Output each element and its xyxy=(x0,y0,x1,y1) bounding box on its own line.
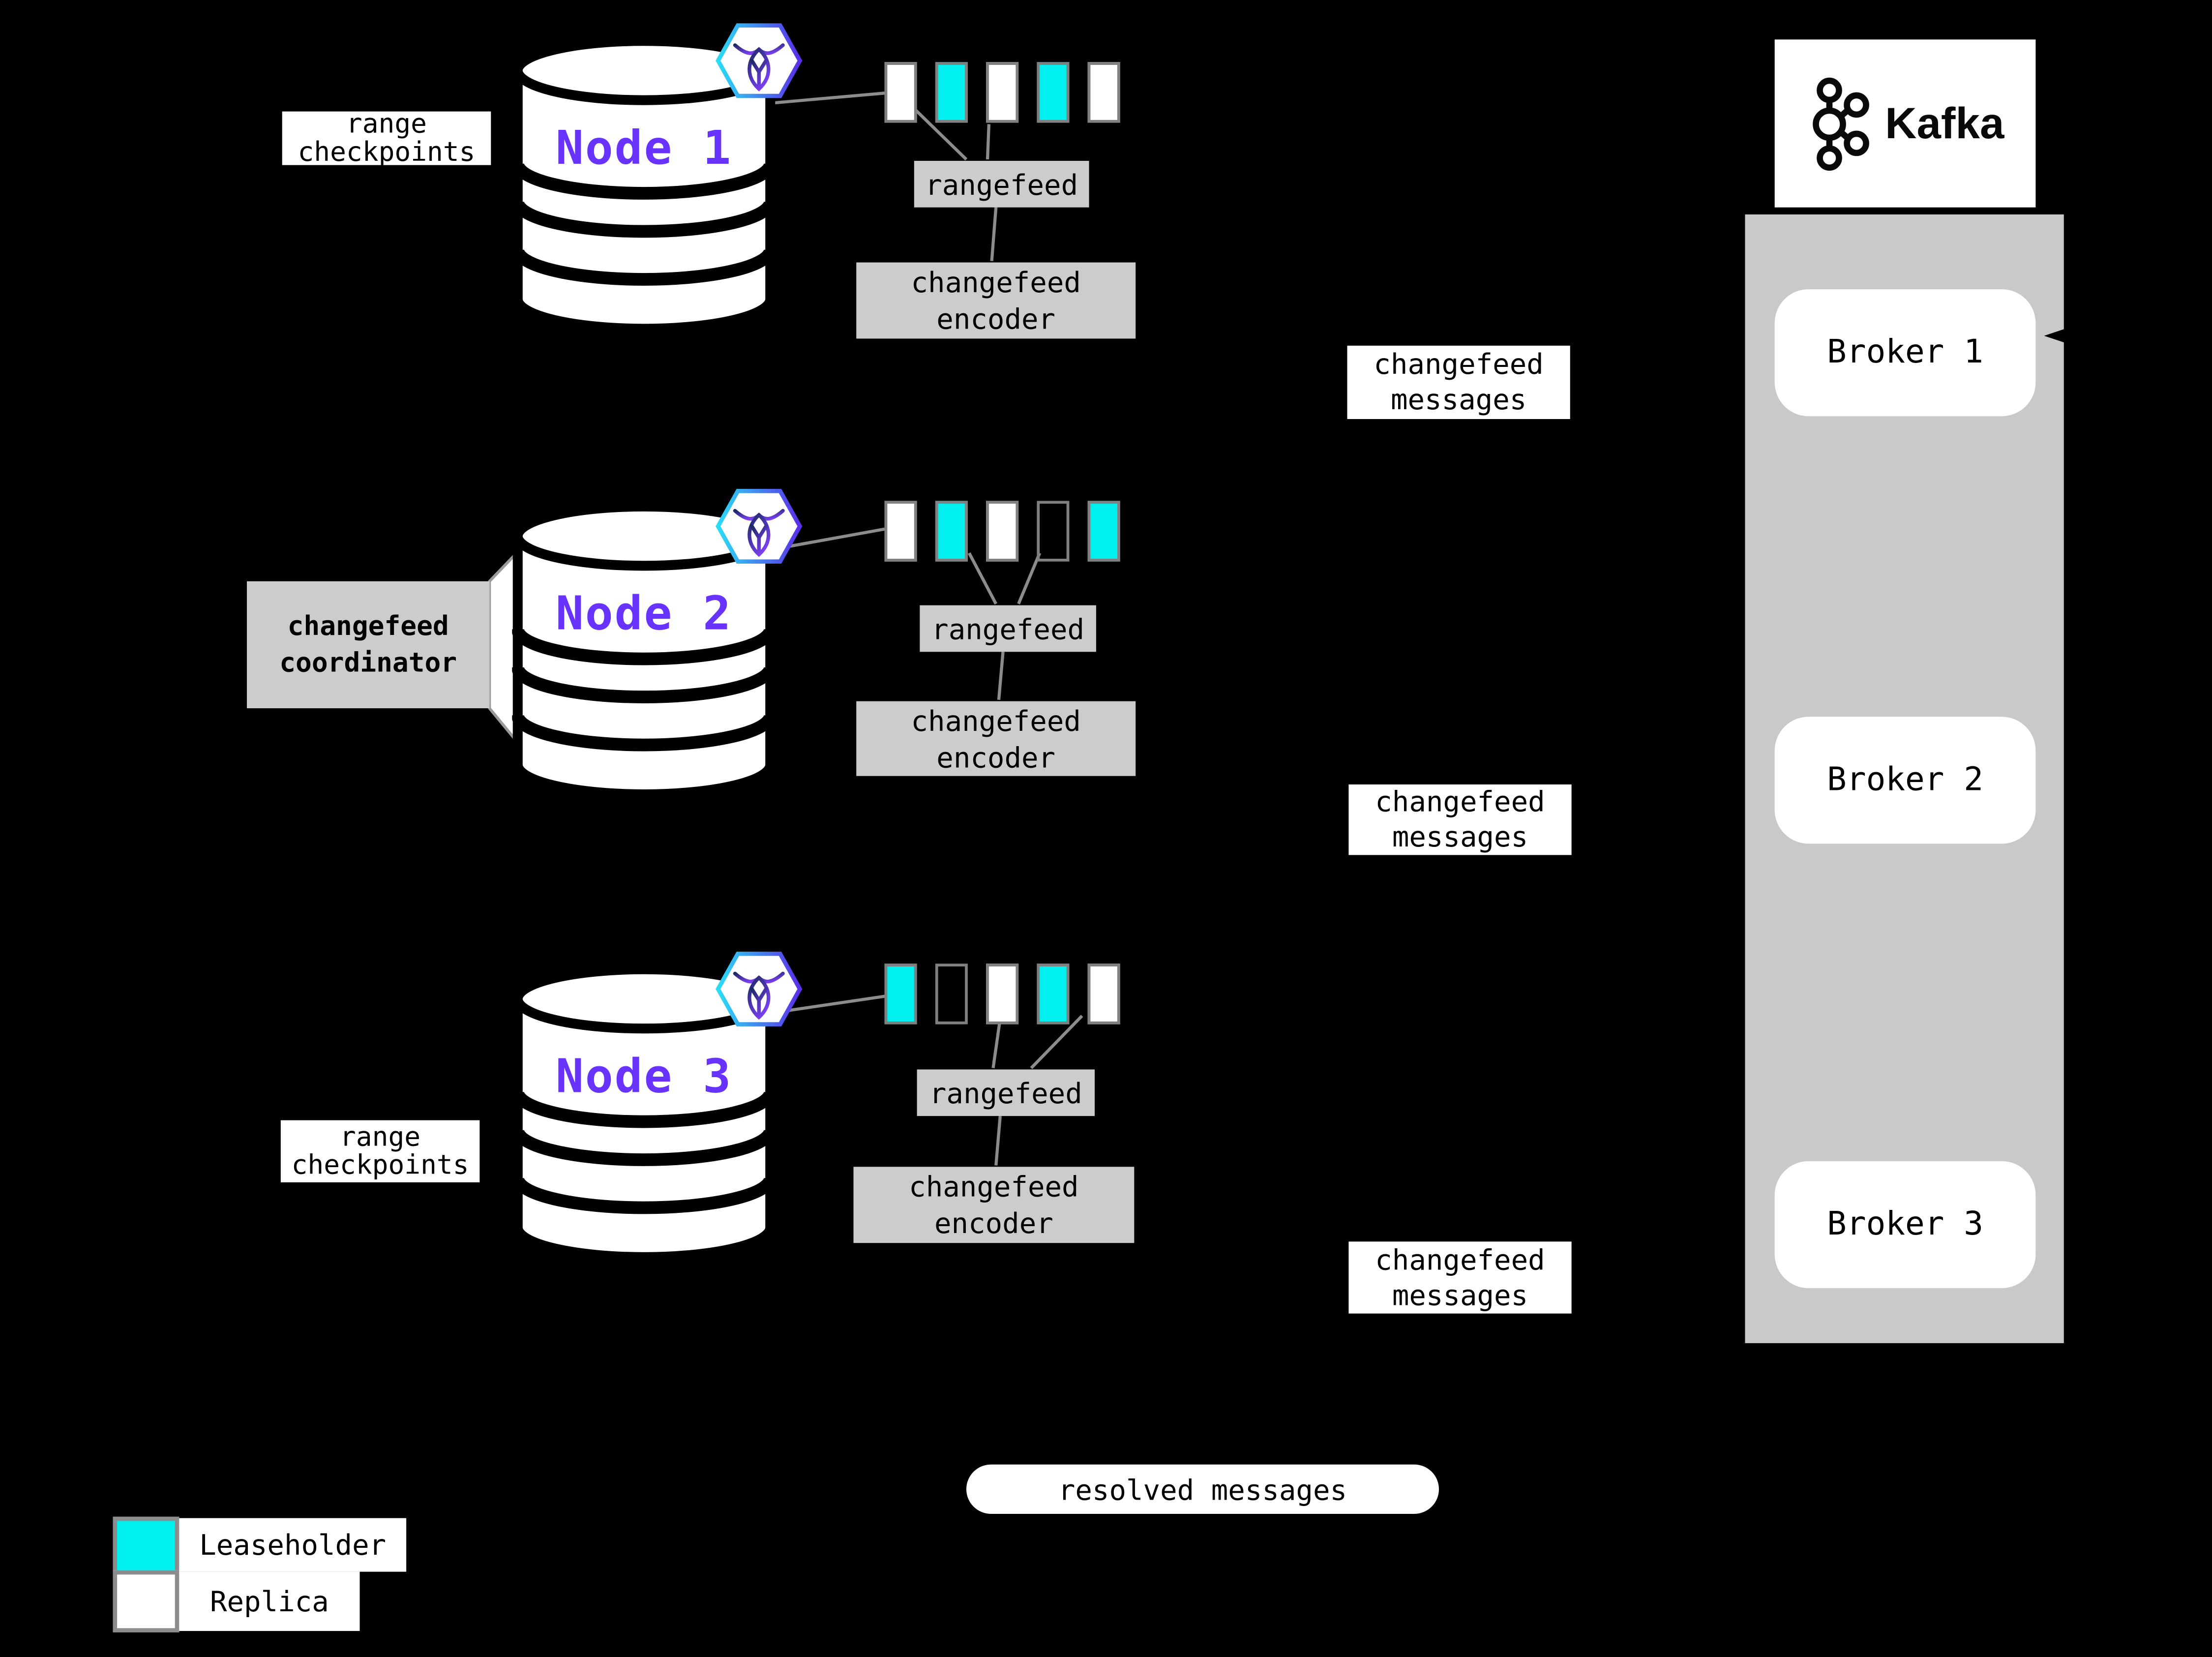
arrowhead-into-broker-1 xyxy=(2044,326,2074,346)
changefeed-encoder-label: changefeed encoder xyxy=(853,1167,1135,1243)
kafka-wordmark: Kafka xyxy=(1885,98,2004,148)
encoder-line1: changefeed xyxy=(911,265,1081,300)
node-3-cylinder xyxy=(512,964,776,1260)
cockroachdb-icon xyxy=(716,23,803,98)
legend-leaseholder-label: Leaseholder xyxy=(179,1518,407,1572)
kafka-logo-box: Kafka xyxy=(1774,39,2036,208)
node-2-cylinder xyxy=(512,501,776,797)
range-box xyxy=(935,964,968,1024)
cockroachdb-icon xyxy=(716,488,803,564)
range-box xyxy=(884,501,917,562)
legend-replica-label: Replica xyxy=(179,1571,360,1631)
range-box xyxy=(1087,964,1120,1024)
range-box xyxy=(884,964,917,1024)
range-box xyxy=(986,501,1019,562)
range-box xyxy=(986,62,1019,123)
broker-1: Broker 1 xyxy=(1774,289,2036,417)
node-2-label: Node 2 xyxy=(555,585,733,641)
resolved-messages-pill: resolved messages xyxy=(966,1464,1439,1514)
node-1-label: Node 1 xyxy=(555,120,733,175)
range-box xyxy=(1037,501,1070,562)
broker-2: Broker 2 xyxy=(1774,717,2036,844)
cockroachdb-icon xyxy=(716,951,803,1026)
range-checkpoints-label: range checkpoints xyxy=(280,1120,480,1182)
changefeed-messages-label: changefeed messages xyxy=(1348,1241,1572,1314)
encoder-line2: encoder xyxy=(936,301,1056,336)
range-box xyxy=(1087,501,1120,562)
range-box xyxy=(935,501,968,562)
changefeed-messages-label: changefeed messages xyxy=(1347,345,1570,419)
changefeed-encoder-label: changefeed encoder xyxy=(856,262,1136,339)
kafka-icon xyxy=(1813,77,1870,170)
legend-replica-swatch xyxy=(113,1570,179,1632)
rangefeed-label: rangefeed xyxy=(920,605,1096,652)
range-box xyxy=(1037,964,1070,1024)
range-checkpoints-label: range checkpoints xyxy=(282,111,491,165)
node-3-label: Node 3 xyxy=(555,1048,733,1104)
range-box xyxy=(1037,62,1070,123)
rangefeed-label: rangefeed xyxy=(917,1069,1095,1116)
range-box xyxy=(884,62,917,123)
rangefeed-label: rangefeed xyxy=(914,161,1089,208)
changefeed-messages-label: changefeed messages xyxy=(1348,784,1572,855)
changefeed-encoder-label: changefeed encoder xyxy=(856,701,1136,776)
range-box xyxy=(1087,62,1120,123)
node-1-cylinder xyxy=(512,36,776,332)
changefeed-coordinator-label: changefeed coordinator xyxy=(247,581,490,709)
broker-3: Broker 3 xyxy=(1774,1161,2036,1289)
legend-leaseholder-swatch xyxy=(113,1516,179,1575)
range-box xyxy=(986,964,1019,1024)
range-box xyxy=(935,62,968,123)
